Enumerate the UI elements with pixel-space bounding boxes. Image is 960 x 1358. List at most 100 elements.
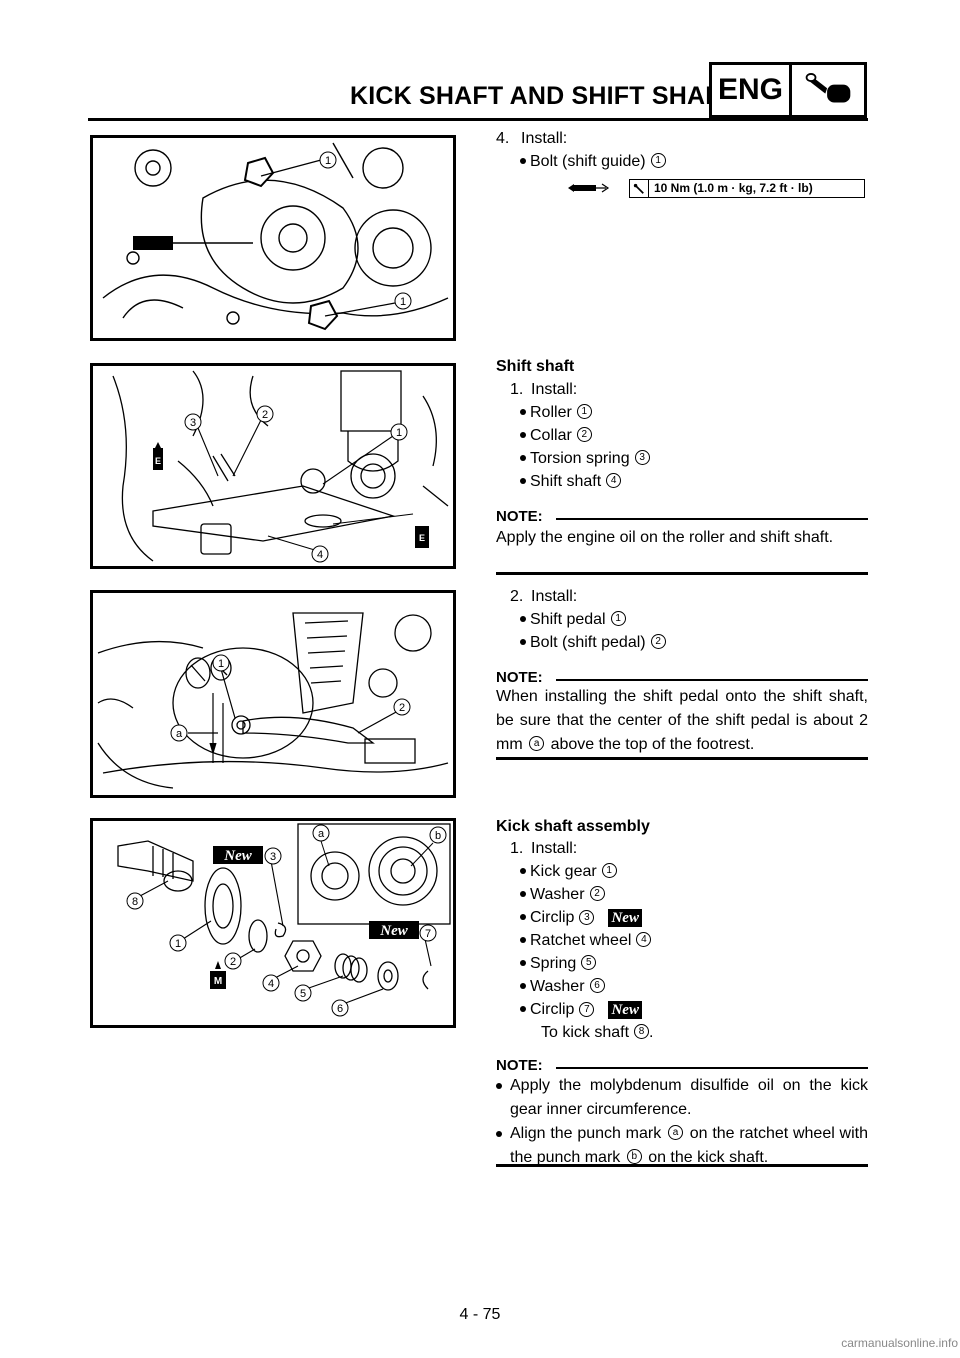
fig2-callout: 2 — [262, 409, 268, 421]
ref-circle: 5 — [581, 955, 597, 971]
ref-circle: 2 — [650, 634, 666, 650]
torque-spec: 10 Nm (1.0 m · kg, 7.2 ft · lb) — [629, 179, 865, 198]
fig4-callout: b — [435, 830, 441, 842]
bullet-icon — [520, 477, 526, 484]
fig4-callout: 6 — [337, 1003, 343, 1015]
ref-circle: 6 — [589, 978, 605, 994]
bullet-icon — [520, 157, 526, 164]
ref-circle: 2 — [589, 886, 605, 902]
figure-shift-shaft: E E 3 2 1 4 — [90, 363, 456, 569]
note-label: NOTE: — [496, 508, 543, 525]
step-number: 1. — [510, 381, 524, 398]
new-part-badge: New — [608, 1001, 642, 1019]
fig4-callout: 3 — [270, 851, 276, 863]
item-label: Spring — [530, 955, 577, 972]
item-label: Ratchet wheel — [530, 932, 632, 949]
fig2-callout: 3 — [190, 417, 196, 429]
ref-circle: 1 — [601, 863, 617, 879]
note-text: Apply the engine oil on the roller and s… — [496, 529, 834, 546]
step-action: Install: — [531, 840, 578, 857]
note-rule — [556, 1067, 868, 1069]
ref-circle: a — [529, 736, 545, 752]
bullet-icon — [520, 890, 526, 897]
bullet-icon — [520, 914, 526, 920]
page-number: 4 - 75 — [459, 1306, 501, 1323]
section-code-box: ENG — [709, 62, 789, 118]
item-label: Shift pedal — [530, 611, 606, 628]
engine-piston-icon — [789, 62, 867, 118]
note-label: NOTE: — [496, 669, 543, 686]
fig4-mark: New — [379, 923, 408, 939]
item-label: Roller — [530, 404, 572, 421]
fig4-mark: New — [223, 848, 252, 864]
bullet-icon — [520, 982, 526, 989]
item-label: Shift shaft — [530, 473, 602, 490]
item-label: Kick gear — [530, 863, 597, 880]
bullet-icon — [520, 959, 526, 966]
step-action: Install: — [531, 588, 578, 605]
bullet-icon — [520, 431, 526, 438]
bullet-icon — [520, 615, 526, 622]
section-heading: Shift shaft — [496, 358, 575, 375]
ref-circle: 1 — [650, 153, 666, 169]
fig3-callout: a — [176, 728, 183, 740]
fig4-callout: 2 — [230, 956, 236, 968]
fig4-mark: M — [214, 976, 222, 987]
ref-circle: 4 — [636, 932, 652, 948]
note-text-part: above the top of the footrest. — [550, 736, 755, 753]
note-text-part: Align the punch mark — [510, 1125, 662, 1142]
torque-wrench-icon — [566, 180, 612, 196]
note-text-part: Apply the molybdenum disulfide oil on th… — [510, 1077, 868, 1118]
fig4-callout: 4 — [268, 978, 274, 990]
note-bullet: Align the punch mark a on the ratchet wh… — [496, 1122, 868, 1170]
bullet-icon — [520, 936, 526, 943]
new-part-badge: New — [608, 909, 642, 927]
note-rule — [556, 518, 868, 520]
ref-circle: 7 — [579, 1001, 595, 1017]
fig4-callout: 1 — [175, 938, 181, 950]
to-shaft-text: To kick shaft — [541, 1024, 630, 1041]
ref-circle: 1 — [610, 611, 626, 627]
ref-circle: 4 — [606, 473, 622, 489]
item-label: Washer — [530, 978, 585, 995]
page-title: KICK SHAFT AND SHIFT SHAFT — [350, 82, 737, 110]
item-label: Circlip — [530, 1001, 575, 1019]
section-heading: Kick shaft assembly — [496, 818, 650, 835]
note-text-part: When installing the shift pedal onto the… — [496, 688, 868, 753]
item-label: Bolt (shift guide) — [530, 153, 646, 170]
fig4-callout: 5 — [300, 988, 306, 1000]
fig2-mark: E — [155, 456, 161, 466]
list-item: Bolt (shift guide)1 — [520, 153, 666, 171]
fig3-callout: 1 — [218, 658, 224, 670]
bullet-icon — [520, 408, 526, 415]
step-action: Install: — [521, 130, 568, 147]
fig4-callout: 7 — [425, 928, 431, 940]
fig2-callout: 4 — [317, 549, 323, 561]
ref-circle: 1 — [576, 404, 592, 420]
note-end-rule — [496, 757, 868, 760]
step-number: 2. — [510, 588, 524, 605]
note-bullet: Apply the molybdenum disulfide oil on th… — [496, 1074, 868, 1122]
fig4-callout: 8 — [132, 896, 138, 908]
bullet-icon — [496, 1083, 502, 1089]
note-rule — [556, 679, 868, 681]
list-item: Bolt (shift pedal)2 — [520, 634, 666, 652]
ref-circle: 2 — [576, 427, 592, 443]
bullet-icon — [520, 1006, 526, 1012]
item-label: Torsion spring — [530, 450, 630, 467]
figure-kick-shaft: New New M 3 8 1 2 4 5 6 7 a b — [90, 818, 456, 1028]
item-label: Circlip — [530, 909, 575, 927]
step-number: 4. — [496, 130, 510, 147]
tighten-icon — [630, 180, 649, 197]
fig2-mark: E — [419, 533, 425, 543]
